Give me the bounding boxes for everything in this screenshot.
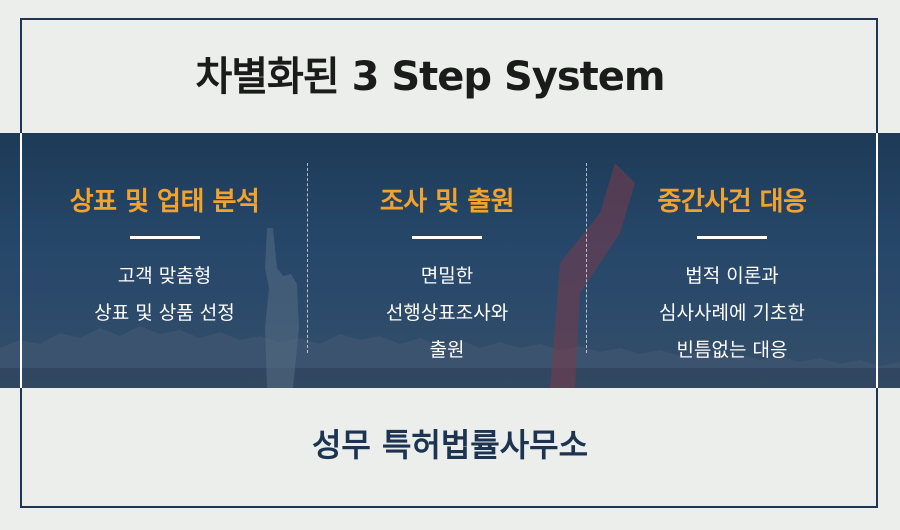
step-description: 면밀한 선행상표조사와 출원 [308, 258, 586, 369]
step-column-1: 상표 및 업태 분석 고객 맞춤형 상표 및 상품 선정 [22, 133, 307, 388]
description-line: 선행상표조사와 [308, 295, 586, 332]
description-line: 면밀한 [308, 258, 586, 295]
step-heading: 조사 및 출원 [308, 181, 586, 218]
description-line: 고객 맞춤형 [22, 258, 307, 295]
step-heading: 상표 및 업태 분석 [22, 181, 307, 218]
step-column-3: 중간사건 대응 법적 이론과 심사사례에 기초한 빈틈없는 대응 [587, 133, 877, 388]
step-heading: 중간사건 대응 [587, 181, 877, 218]
step-column-2: 조사 및 출원 면밀한 선행상표조사와 출원 [308, 133, 586, 388]
heading-underline [130, 236, 200, 239]
page-title: 차별화된 3 Step System [0, 44, 860, 102]
heading-underline [412, 236, 482, 239]
company-name: 성무 특허법률사무소 [0, 420, 900, 466]
heading-underline [697, 236, 767, 239]
step-description: 고객 맞춤형 상표 및 상품 선정 [22, 258, 307, 332]
description-line: 상표 및 상품 선정 [22, 295, 307, 332]
description-line: 심사사례에 기초한 [587, 295, 877, 332]
step-description: 법적 이론과 심사사례에 기초한 빈틈없는 대응 [587, 258, 877, 369]
description-line: 출원 [308, 332, 586, 369]
description-line: 빈틈없는 대응 [587, 332, 877, 369]
description-line: 법적 이론과 [587, 258, 877, 295]
